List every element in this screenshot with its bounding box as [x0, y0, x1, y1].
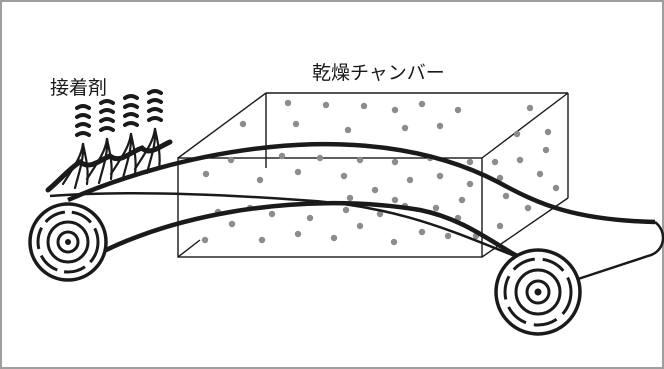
- particle: [454, 106, 462, 114]
- particle: [466, 180, 474, 188]
- particle: [342, 206, 350, 214]
- particle: [466, 158, 474, 166]
- roll-hub: [56, 230, 80, 254]
- roll-center: [534, 288, 542, 296]
- roll-hub: [525, 279, 551, 305]
- chamber-front-face: [177, 157, 483, 258]
- roll-dash-ring: [503, 257, 573, 327]
- adhesive-applicators: [45, 89, 173, 193]
- chamber-depth-edge-bl: [177, 239, 201, 258]
- adhesive-brush-icon: [133, 89, 163, 175]
- particle: [322, 101, 330, 109]
- particle: [356, 156, 364, 164]
- particle: [436, 122, 444, 130]
- adhesive-brush-icon: [85, 99, 115, 185]
- particle: [391, 158, 399, 166]
- particle: [306, 214, 314, 222]
- roll-middle-ring: [514, 268, 562, 316]
- adhesive-brush-icon: [109, 94, 139, 180]
- particle: [268, 210, 276, 218]
- particle: [524, 204, 532, 212]
- belt-takeup-wrap: [574, 221, 664, 282]
- particle: [376, 210, 384, 218]
- particle: [330, 234, 338, 242]
- particle: [496, 222, 504, 230]
- particle: [284, 99, 292, 107]
- particle: [444, 232, 452, 240]
- particle: [391, 106, 399, 114]
- particle: [390, 238, 398, 246]
- roll-dash-ring: [36, 210, 100, 274]
- particle: [292, 120, 300, 128]
- belt-inner-line: [49, 192, 301, 202]
- belt-upper-edge: [67, 141, 656, 225]
- particle: [436, 172, 444, 180]
- chamber-depth-edge-tl: [177, 92, 267, 159]
- particle: [401, 124, 409, 132]
- particle: [542, 146, 550, 154]
- particle: [201, 236, 209, 244]
- particle: [371, 186, 379, 194]
- particle: [513, 130, 521, 138]
- particle: [258, 236, 266, 244]
- particle: [228, 220, 236, 228]
- roll-center: [65, 239, 71, 245]
- particle: [391, 196, 399, 204]
- particle: [502, 192, 510, 200]
- particle: [344, 126, 352, 134]
- adhesive-label: 接着剤: [50, 77, 107, 99]
- particle: [491, 158, 499, 166]
- particle: [496, 174, 504, 182]
- roll-middle-ring: [46, 220, 90, 264]
- particle: [458, 196, 466, 204]
- particle: [294, 168, 302, 176]
- particle: [432, 204, 440, 212]
- particle: [418, 100, 426, 108]
- takeup-roll: [494, 248, 582, 336]
- chamber-depth-edge-tr: [481, 92, 569, 159]
- drying-chamber-label: 乾燥チャンバー: [312, 62, 445, 84]
- particle: [294, 230, 302, 238]
- particle: [227, 156, 235, 164]
- particle: [360, 102, 368, 110]
- particle: [536, 170, 544, 178]
- particle: [278, 152, 286, 160]
- particle: [346, 194, 354, 202]
- belt-inner-line-2: [299, 198, 521, 260]
- particle: [418, 228, 426, 236]
- particle: [202, 170, 210, 178]
- supply-roll: [28, 202, 108, 282]
- conveyor-belt: [49, 141, 664, 282]
- drying-particles: [201, 99, 560, 246]
- particle: [256, 176, 264, 184]
- particle: [526, 104, 534, 112]
- particle: [356, 222, 364, 230]
- particle: [516, 156, 524, 164]
- drying-chamber: [177, 92, 569, 258]
- particle: [239, 120, 247, 128]
- particle: [552, 184, 560, 192]
- particle: [544, 128, 552, 136]
- particle: [316, 154, 324, 162]
- particle: [340, 172, 348, 180]
- adhesive-drip: [45, 139, 173, 193]
- particle: [406, 176, 414, 184]
- belt-lower-edge: [66, 200, 531, 274]
